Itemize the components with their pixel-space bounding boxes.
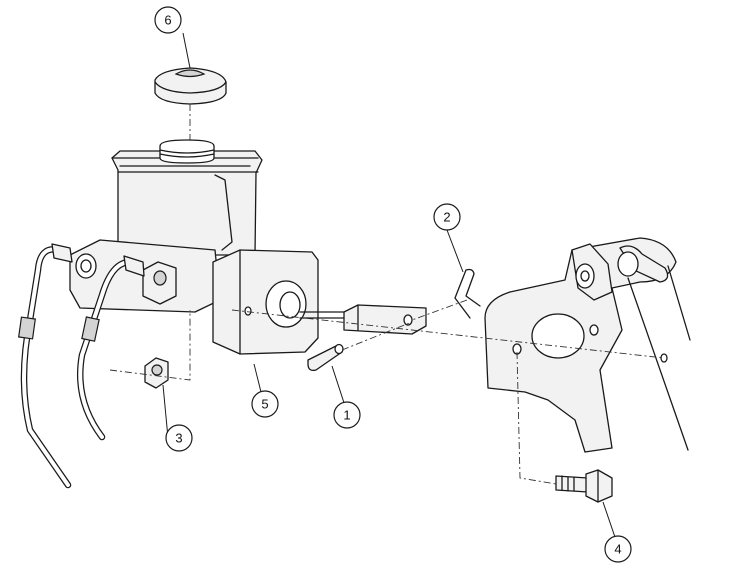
- callout-5-label: 5: [261, 397, 268, 412]
- leader-3: [162, 384, 169, 439]
- nut-axis-line: [109, 310, 191, 381]
- bolt-axis-line: [516, 351, 557, 485]
- callout-2-label: 2: [443, 210, 450, 225]
- pedal-arm-line-2: [667, 265, 691, 341]
- leader-6: [182, 32, 191, 69]
- clip-axis-line: [411, 299, 468, 321]
- master-cylinder-reservoir: [111, 139, 263, 256]
- callout-3-label: 3: [175, 431, 182, 446]
- axis-end-mark: [660, 353, 668, 363]
- callout-4-label: 4: [614, 542, 621, 557]
- callout-6: 6: [154, 6, 182, 34]
- callout-1-label: 1: [343, 408, 350, 423]
- callout-3: 3: [165, 424, 193, 452]
- callout-5: 5: [251, 390, 279, 418]
- pin-axis-line: [341, 321, 413, 351]
- callout-4: 4: [604, 535, 632, 563]
- leader-2: [446, 229, 464, 273]
- callout-1: 1: [333, 401, 361, 429]
- hair-pin-clip: [454, 268, 481, 319]
- callout-2: 2: [433, 203, 461, 231]
- clevis: [343, 304, 427, 335]
- main-axis-line: [231, 309, 665, 359]
- mounting-bolt: [555, 469, 613, 503]
- pedal-arm-line: [627, 277, 689, 451]
- clevis-pin: [307, 343, 344, 372]
- reservoir-cap: [154, 67, 227, 105]
- callout-6-label: 6: [164, 13, 171, 28]
- master-cylinder-casting: [69, 239, 221, 313]
- mounting-nut: [144, 357, 169, 389]
- mounting-flange: [212, 249, 319, 355]
- brake-line-right: [76, 255, 145, 441]
- brake-pedal-bracket: [484, 237, 677, 453]
- brake-line-left: [17, 243, 73, 489]
